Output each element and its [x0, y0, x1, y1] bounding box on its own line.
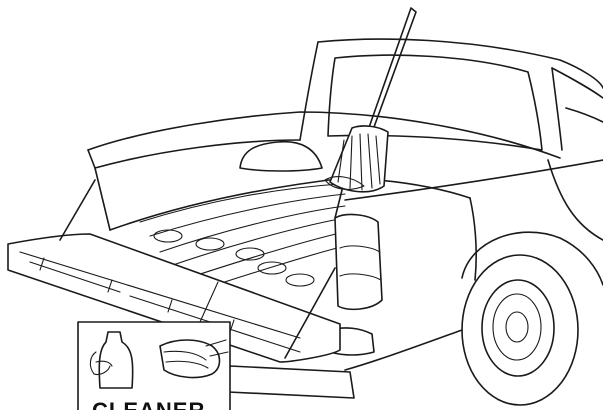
right-support-cable [285, 268, 335, 358]
rear-window [328, 55, 542, 150]
rear-rim [482, 280, 554, 376]
tail-light [335, 215, 382, 310]
wheel-well [240, 142, 322, 171]
left-support-cable [60, 180, 95, 240]
tailgate [8, 180, 354, 398]
broom-icon [325, 8, 416, 192]
wiping-hand-icon [160, 340, 228, 377]
cleaner-inset [78, 282, 230, 410]
cleaner-bottle-icon [90, 332, 132, 388]
rear-bumper [330, 328, 374, 355]
pickup-truck-icon [300, 39, 603, 405]
rear-tire [462, 255, 578, 405]
wheel-hub [506, 312, 528, 342]
callout-line [200, 282, 218, 322]
truck-bed [88, 112, 560, 355]
